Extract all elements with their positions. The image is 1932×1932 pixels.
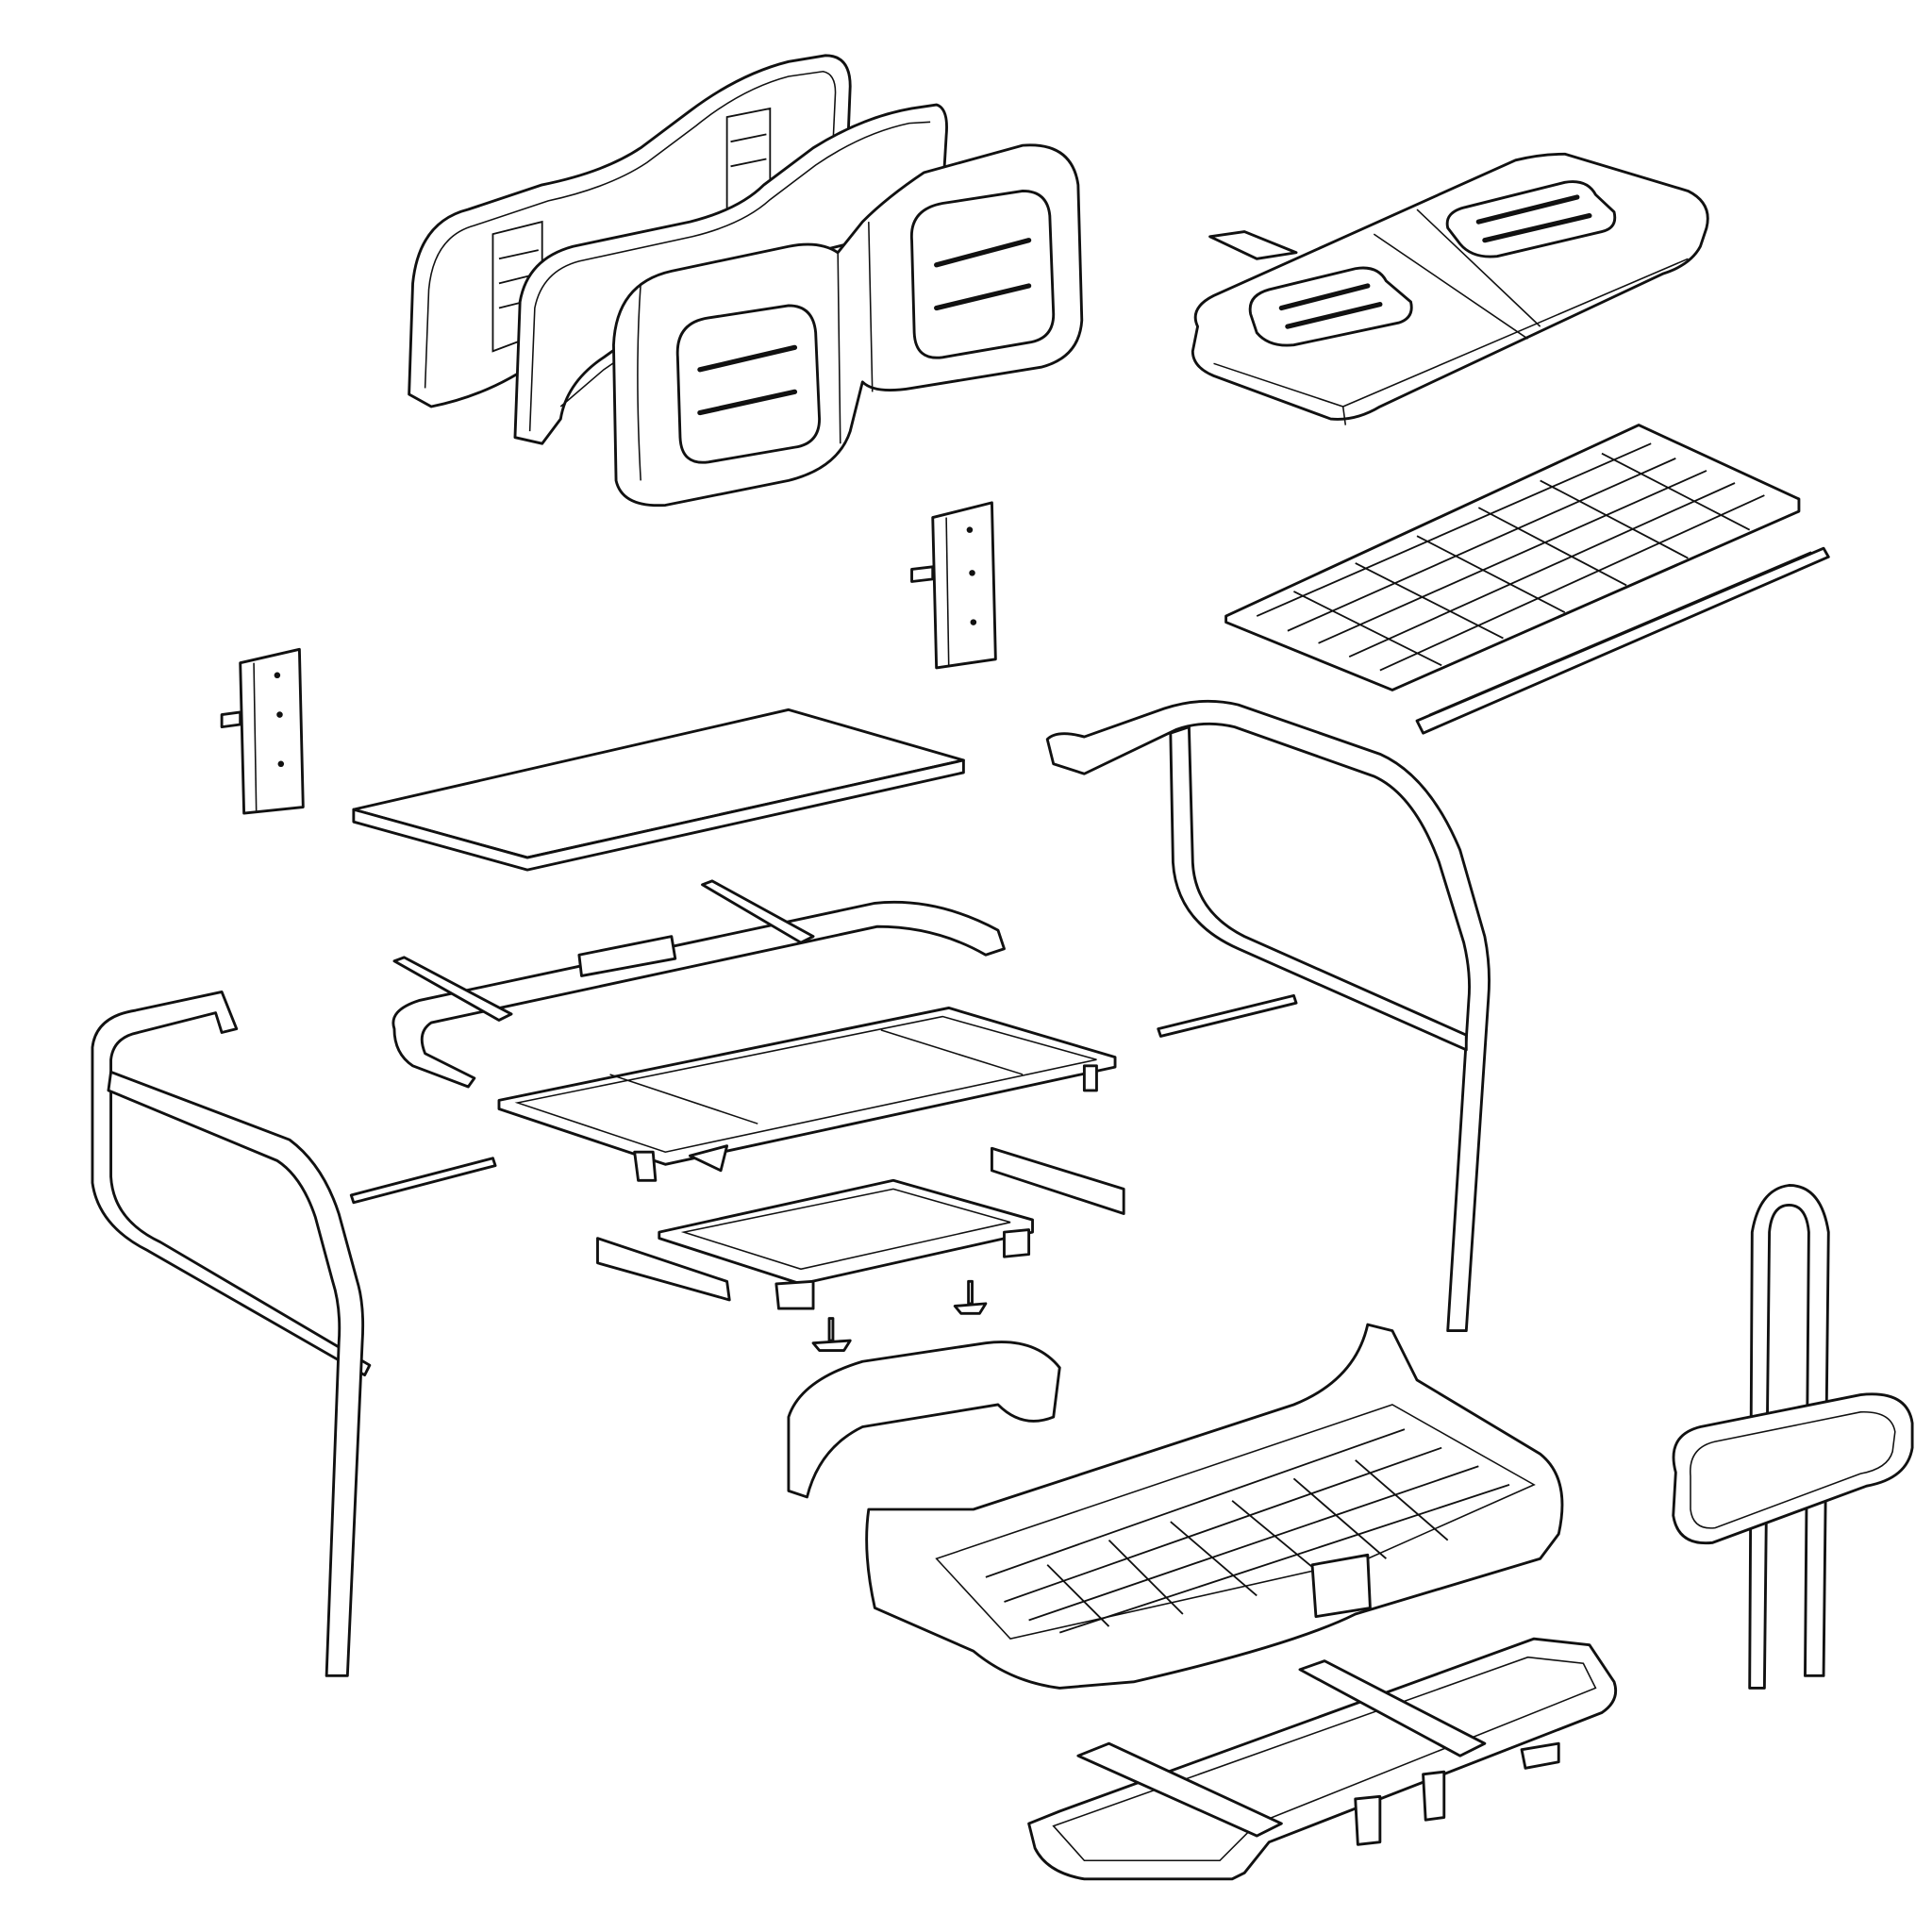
right-arm-rail xyxy=(1045,699,1491,1333)
seat-hinge-bracket-center xyxy=(910,501,997,670)
hinge-strip xyxy=(1415,546,1830,735)
seat-base-tray xyxy=(1224,424,1801,691)
gas-strut-right xyxy=(1157,993,1298,1038)
seat-support-board xyxy=(352,708,965,872)
seat-bottom-cushion xyxy=(1191,152,1709,425)
seat-hinge-bracket-left xyxy=(220,647,305,815)
seat-lower-frame xyxy=(596,1146,1125,1310)
rear-grab-handle xyxy=(1672,1184,1914,1690)
left-arm-rail xyxy=(91,990,372,1677)
gas-strut-left xyxy=(349,1157,497,1205)
rear-footrest-bumper xyxy=(787,1323,1564,1690)
seat-mounting-frame xyxy=(391,879,1117,1182)
footrest-step-frame xyxy=(1027,1637,1618,1881)
seat-back-cushion xyxy=(612,143,1084,508)
mounting-studs xyxy=(811,1279,988,1352)
